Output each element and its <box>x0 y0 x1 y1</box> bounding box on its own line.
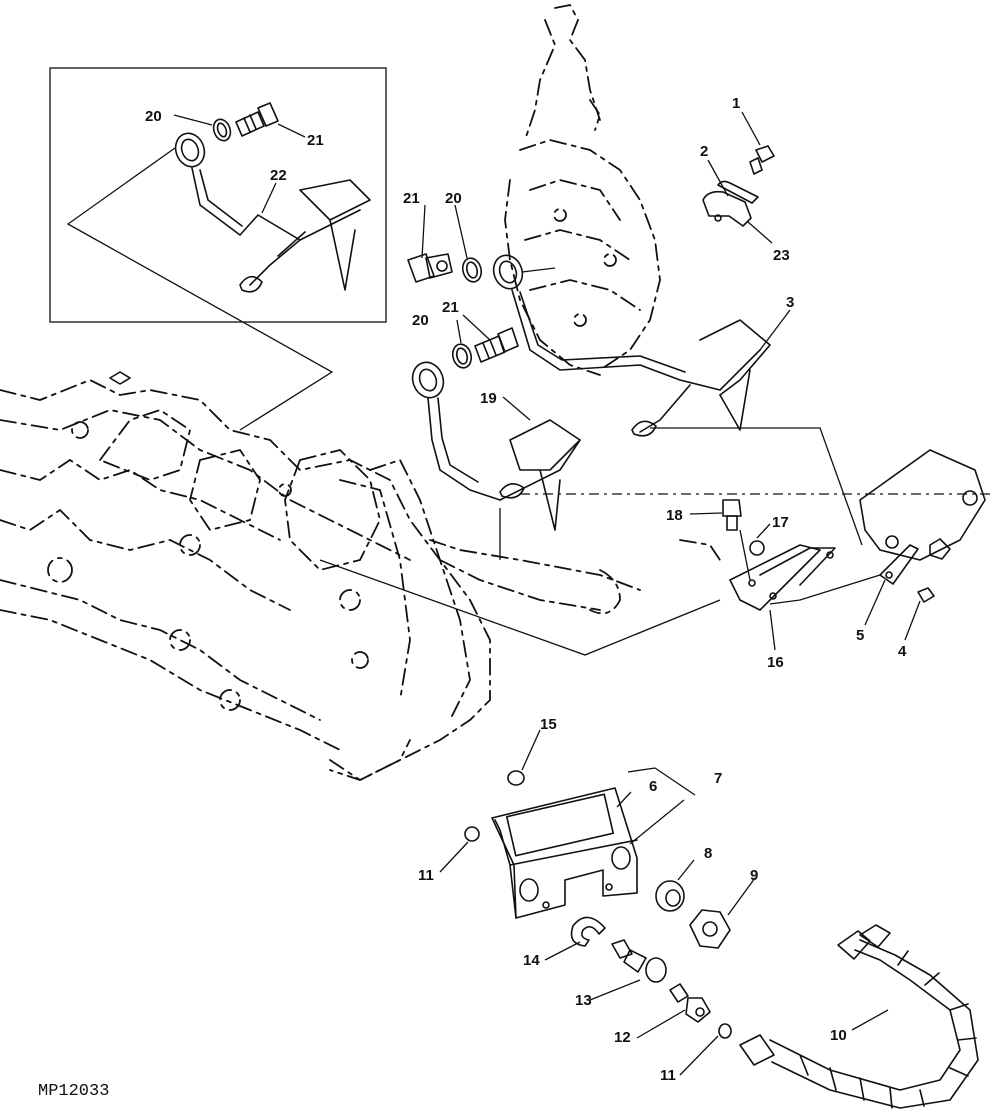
o-ring-11-upper <box>464 826 480 842</box>
inset-bolt-21 <box>235 102 279 137</box>
retaining-ring-14 <box>570 916 606 947</box>
clamp-2 <box>702 190 752 227</box>
inset-leader <box>66 147 334 431</box>
callout-10: 10 <box>830 1027 847 1044</box>
callout-21-lower: 21 <box>442 299 459 316</box>
control-valve <box>504 3 661 376</box>
bolt-1 <box>749 145 775 175</box>
inset-detail: 20 21 22 <box>49 67 387 431</box>
callout-2: 2 <box>700 143 708 160</box>
oil-line-19 <box>411 361 581 531</box>
callout-15: 15 <box>540 716 557 733</box>
callout-18: 18 <box>666 507 683 524</box>
callout-17: 17 <box>772 514 789 531</box>
callout-21-upper: 21 <box>403 190 420 207</box>
callout-leaders <box>421 111 921 1076</box>
callout-3: 3 <box>786 294 794 311</box>
bolt-18 <box>722 499 742 531</box>
bolt-21-lower <box>474 327 519 363</box>
callout-20-lower: 20 <box>412 312 429 329</box>
hose-10 <box>739 924 979 1109</box>
callout-inset-21: 21 <box>307 132 324 149</box>
transmission-housing <box>0 371 721 782</box>
washer-20-upper <box>461 257 483 283</box>
bolt-21-upper <box>407 253 453 283</box>
oil-line-3 <box>492 254 771 437</box>
inset-line-22 <box>174 132 371 293</box>
callout-12: 12 <box>614 1029 631 1046</box>
callout-13: 13 <box>575 992 592 1009</box>
callout-20-upper: 20 <box>445 190 462 207</box>
callouts: 1 2 3 4 5 6 7 8 9 10 11 11 12 13 14 15 1… <box>403 95 907 1084</box>
coupler-13 <box>611 939 667 983</box>
bolt-4 <box>917 587 935 603</box>
callout-14: 14 <box>523 952 540 969</box>
washer-8 <box>655 880 685 912</box>
o-ring-15 <box>507 770 525 786</box>
callout-7: 7 <box>714 770 722 787</box>
clamp-5 <box>879 544 919 585</box>
callout-4: 4 <box>898 643 907 660</box>
callout-6: 6 <box>649 778 657 795</box>
inset-washer-20 <box>212 118 232 142</box>
washer-20-lower <box>451 343 473 369</box>
o-ring-11-lower <box>718 1023 732 1039</box>
callout-16: 16 <box>767 654 784 671</box>
callout-9: 9 <box>750 867 758 884</box>
callout-inset-20: 20 <box>145 108 162 125</box>
nut-17 <box>749 540 765 556</box>
callout-19: 19 <box>480 390 497 407</box>
inset-frame <box>49 67 387 323</box>
bracket-7 <box>491 787 638 919</box>
support-plate <box>859 449 986 561</box>
callout-8: 8 <box>704 845 712 862</box>
callout-5: 5 <box>856 627 864 644</box>
nut-9 <box>689 909 731 949</box>
clip-23 <box>717 180 759 204</box>
callout-11-upper: 11 <box>418 867 434 884</box>
callout-11-lower: 11 <box>660 1067 676 1084</box>
figure-id: MP12033 <box>38 1082 109 1101</box>
callout-23: 23 <box>773 247 790 264</box>
callout-1: 1 <box>732 95 740 112</box>
bracket-16 <box>729 544 836 611</box>
callout-inset-22: 22 <box>270 167 287 184</box>
fitting-12 <box>669 983 711 1023</box>
